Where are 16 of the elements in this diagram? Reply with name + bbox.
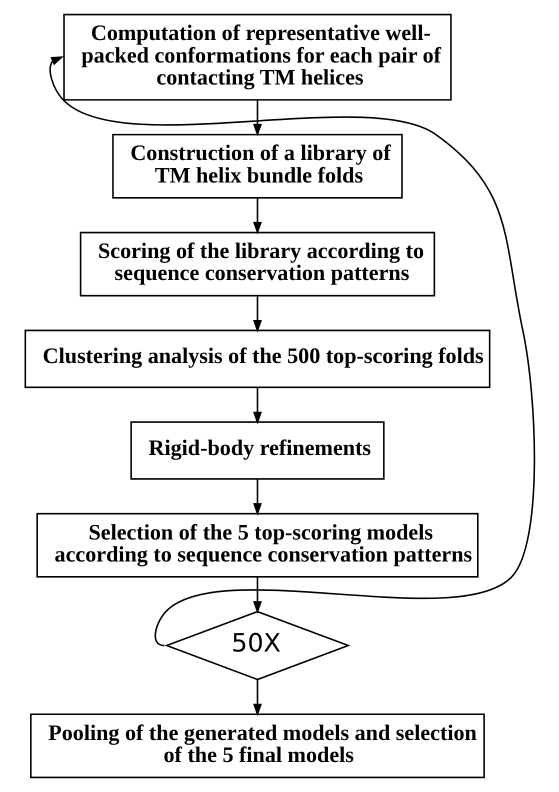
arrow bbox=[252, 387, 262, 424]
node-diamond: 50X bbox=[164, 610, 350, 680]
node-box: Scoring of the library according to sequence conservation patterns bbox=[79, 232, 435, 296]
arrow bbox=[252, 479, 262, 516]
arrow bbox=[252, 100, 262, 137]
node-box: Selection of the 5 top-scoring models according to sequence conservation patterns bbox=[36, 512, 478, 578]
arrow bbox=[49, 56, 535, 646]
arrow bbox=[252, 577, 262, 614]
node-box: Computation of representative well-packed conformations for each pair of contacting TM helices bbox=[62, 14, 452, 101]
arrow bbox=[252, 296, 262, 333]
arrow bbox=[252, 680, 262, 716]
node-box: Pooling of the generated models and selection of the 5 final models bbox=[30, 713, 484, 778]
node-box: Construction of a library of TM helix bundle folds bbox=[112, 134, 402, 199]
arrow bbox=[252, 198, 262, 234]
node-box: Clustering analysis of the 500 top-scoring folds bbox=[24, 330, 490, 388]
node-box: Rigid-body refinements bbox=[130, 421, 384, 480]
